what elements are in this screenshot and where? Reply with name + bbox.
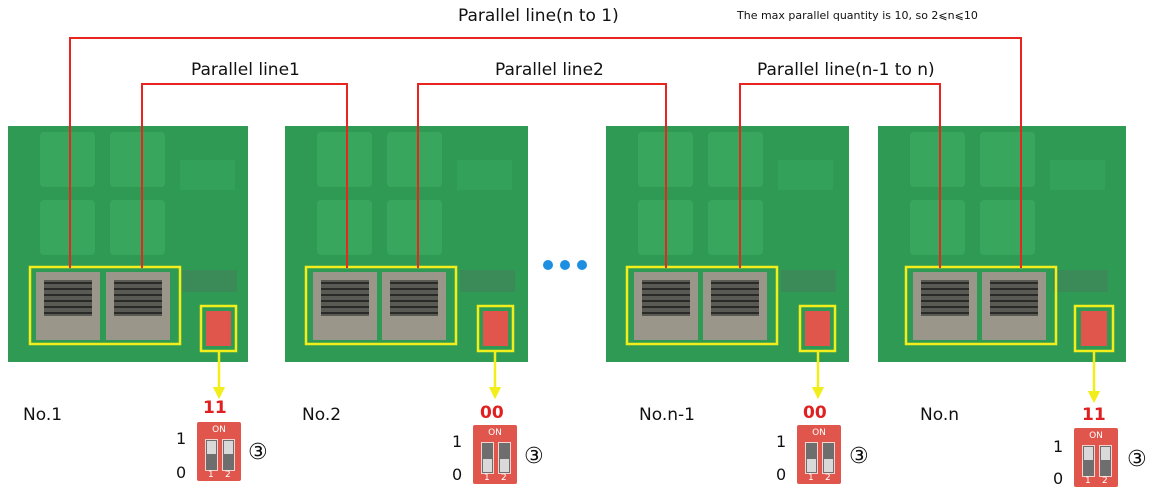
rj45-ports-no1 — [28, 265, 238, 353]
dip-switch-non-1: ON 1 2 — [797, 425, 841, 484]
dip-values-non: 11 — [1082, 405, 1106, 425]
axis-high-non-1: 1 — [776, 432, 787, 451]
dip-slot-1 — [205, 439, 218, 471]
dip-on-label: ON — [488, 428, 502, 438]
unit-name-no1: No.1 — [23, 405, 63, 425]
dip-values-non-1: 00 — [803, 403, 827, 423]
dip-switch-no1: ON 1 2 — [197, 422, 241, 481]
dip-slot-1 — [1082, 445, 1095, 477]
rj45-ports-non-1 — [625, 265, 837, 353]
unit-name-non: No.n — [920, 405, 959, 425]
dip-slot-2 — [822, 442, 835, 474]
axis-low-non-1: 0 — [776, 465, 787, 484]
axis-high-non: 1 — [1053, 437, 1064, 456]
marker-no1: ③ — [248, 440, 268, 465]
rj45-ports-non — [904, 265, 1115, 353]
dip-pin-1: 1 — [808, 473, 814, 483]
dip-on-label: ON — [812, 428, 826, 438]
link-label-3: Parallel line(n-1 to n) — [757, 60, 935, 80]
link-label-1: Parallel line1 — [191, 60, 300, 80]
main-line-label: Parallel line(n to 1) — [458, 6, 619, 26]
dip-pin-2: 2 — [1102, 476, 1108, 486]
dip-slot-2 — [1099, 445, 1112, 477]
axis-low-non: 0 — [1053, 469, 1064, 488]
dip-values-no1: 11 — [203, 398, 227, 418]
axis-low-no2: 0 — [452, 465, 463, 484]
dip-pin-1: 1 — [208, 470, 214, 480]
max-quantity-note: The max parallel quantity is 10, so 2⩽n⩽… — [737, 9, 978, 22]
dip-pin-1: 1 — [484, 473, 490, 483]
dip-switch-non: ON 1 2 — [1074, 428, 1118, 487]
dip-pin-2: 2 — [225, 470, 231, 480]
wire-line2 — [417, 83, 667, 268]
dip-on-label: ON — [212, 425, 226, 435]
wire-n-to-1 — [69, 37, 1022, 268]
wire-n-1-to-n — [739, 83, 941, 268]
unit-name-non-1: No.n-1 — [639, 405, 695, 425]
dip-slot-1 — [805, 442, 818, 474]
dip-slot-1 — [481, 442, 494, 474]
dip-slot-2 — [498, 442, 511, 474]
parallel-wires — [69, 37, 1022, 268]
dip-pin-1: 1 — [1085, 476, 1091, 486]
dip-pin-2: 2 — [825, 473, 831, 483]
marker-non: ③ — [1127, 447, 1147, 472]
unit-name-no2: No.2 — [302, 405, 342, 425]
dip-pin-2: 2 — [501, 473, 507, 483]
marker-no2: ③ — [524, 444, 544, 469]
dip-switch-no2: ON 1 2 — [473, 425, 517, 484]
marker-non-1: ③ — [849, 444, 869, 469]
link-label-2: Parallel line2 — [495, 60, 604, 80]
axis-high-no1: 1 — [176, 429, 187, 448]
dip-slot-2 — [222, 439, 235, 471]
dip-on-label: ON — [1089, 431, 1103, 441]
axis-low-no1: 0 — [176, 463, 187, 482]
rj45-ports-no2 — [304, 265, 515, 353]
wire-line1 — [141, 83, 348, 268]
dip-values-no2: 00 — [480, 403, 504, 423]
ellipsis-dots — [543, 260, 587, 270]
axis-high-no2: 1 — [452, 432, 463, 451]
